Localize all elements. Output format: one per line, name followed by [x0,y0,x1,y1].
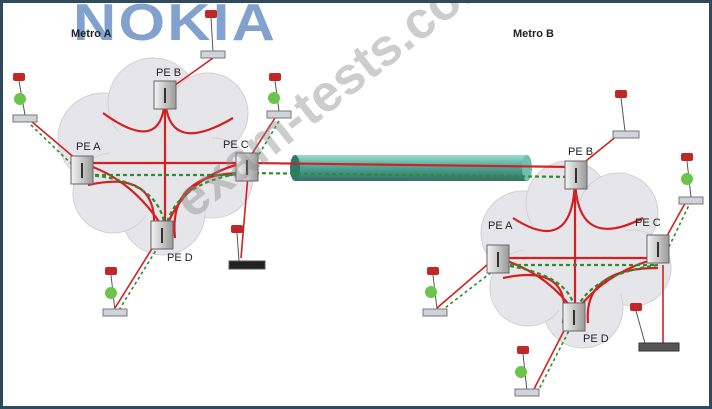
ce-site-icons [12,10,704,397]
router-metro-a-pe-b [153,80,177,110]
ce-site-a5 [102,267,128,317]
ce-site-b2 [678,153,704,205]
ce-site-b1 [612,90,640,139]
ce-site-b5 [514,346,540,397]
metro-a-pe-b-label: PE B [156,67,182,79]
ce-site-a4 [228,225,266,270]
ce-site-a2 [200,10,226,59]
router-metro-b-pe-b [564,160,588,190]
metro-b-label: Metro B [513,28,554,40]
router-metro-a-pe-d [150,220,174,250]
router-metro-b-pe-c [646,234,670,264]
nokia-logo: NOKIA [73,0,278,52]
ce-site-a1 [12,73,38,123]
metro-a-pe-c-label: PE C [223,139,249,151]
metro-b-pe-b-label: PE B [568,146,594,158]
metro-a-pe-d-label: PE D [167,252,193,264]
inter-metro-tunnel [247,155,576,181]
ce-site-b3 [422,267,448,317]
metro-a-pe-a-label: PE A [76,141,101,153]
metro-b-pe-a-label: PE A [488,220,513,232]
router-metro-a-pe-c [235,152,259,182]
metro-a-label: Metro A [71,28,112,40]
router-metro-a-pe-a [70,155,94,185]
router-metro-b-pe-d [562,302,586,332]
network-diagram [12,10,704,397]
ce-site-b4 [630,303,680,352]
ce-site-a3 [266,73,292,119]
metro-b-pe-c-label: PE C [635,217,661,229]
metro-b-pe-d-label: PE D [583,333,609,345]
router-metro-b-pe-a [486,244,510,274]
metro-a-links [80,92,244,239]
